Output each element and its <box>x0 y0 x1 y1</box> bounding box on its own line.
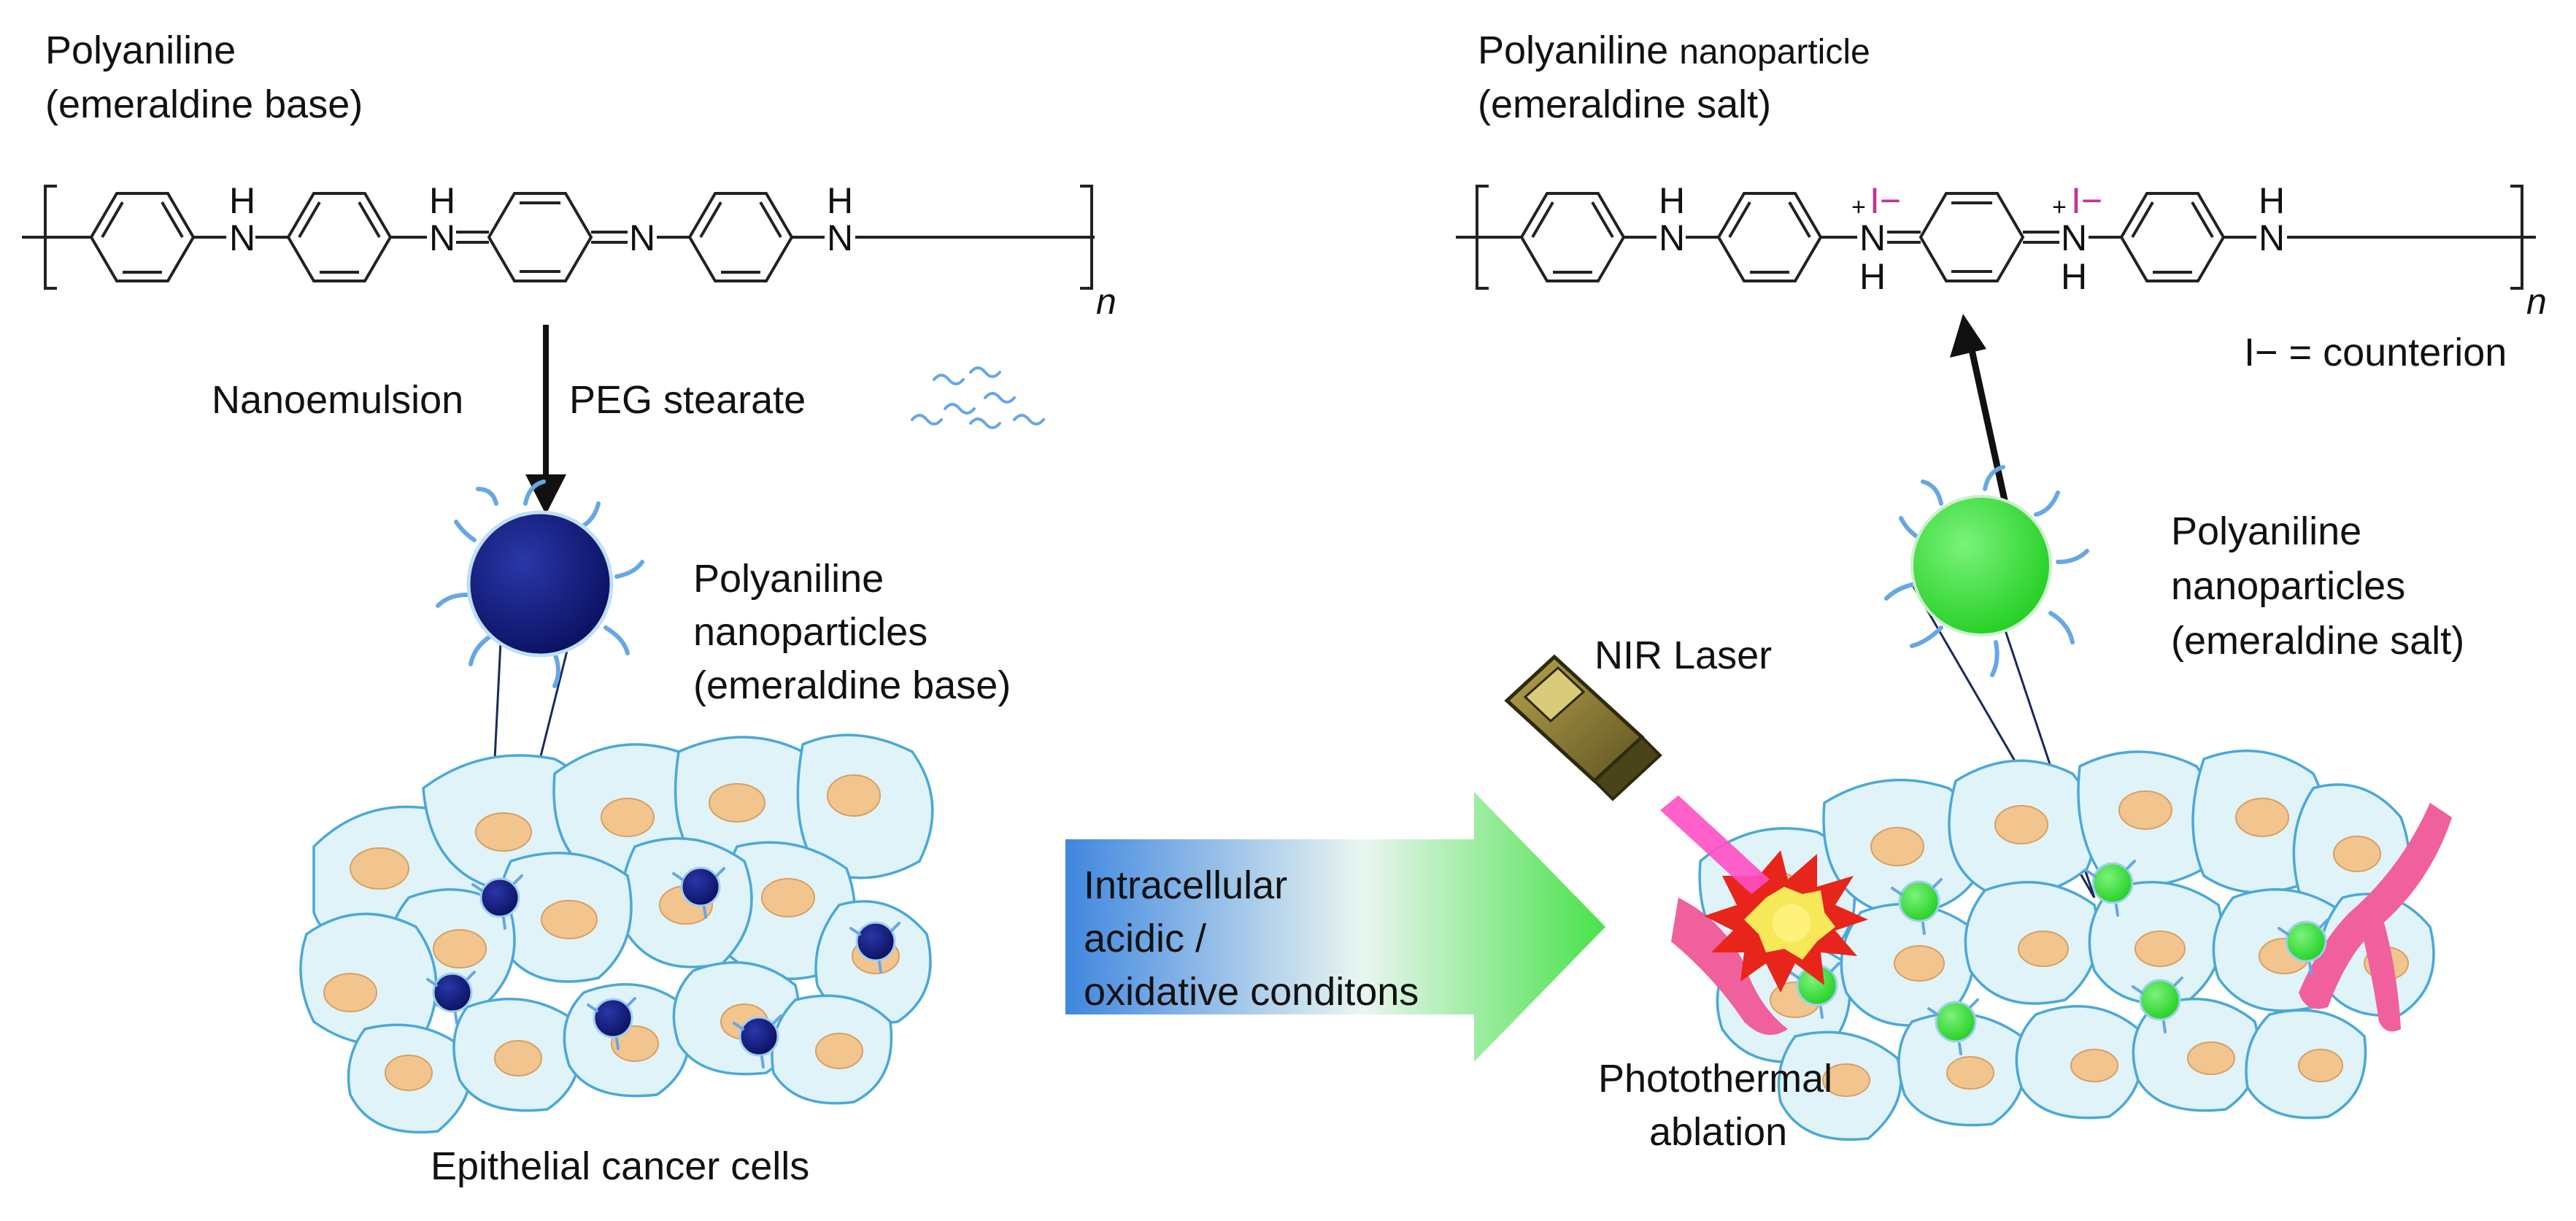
conditions-text-line2: acidic / <box>1084 917 1207 960</box>
peg-stearate-icon <box>911 366 1045 429</box>
imine-n: N <box>629 217 655 258</box>
iminium-h-1: H <box>1859 256 1886 297</box>
epithelial-cells-label: Epithelial cancer cells <box>431 1144 810 1188</box>
counterion-label: I− = counterion <box>2244 331 2507 374</box>
np-salt-label-line3: (emeraldine salt) <box>2171 619 2465 663</box>
pani-salt-title-line2: (emeraldine salt) <box>1478 82 1772 126</box>
treated-cell-cluster <box>1671 750 2452 1141</box>
pani-base-title-line2: (emeraldine base) <box>45 82 363 126</box>
amine-n-3: N <box>827 217 853 258</box>
plus-charge-2: + <box>2052 193 2067 221</box>
pani-salt-title-line1: Polyaniline nanoparticle <box>1478 26 1870 77</box>
repeat-n-label: n <box>1096 281 1117 322</box>
nanoparticle-emeraldine-base-zoom <box>436 479 644 877</box>
iminium-n-2: N <box>2061 217 2087 258</box>
down-arrow-head <box>525 474 566 515</box>
benzene-ring-1 <box>89 192 196 282</box>
iodide-counterion-1: I− <box>1870 180 1901 221</box>
amine-n-3: N <box>2259 217 2285 258</box>
polyaniline-emeraldine-base-structure: n N H N H N <box>22 180 1117 322</box>
iminium-n-1: N <box>1859 217 1886 258</box>
benzene-ring-4 <box>687 192 794 282</box>
pani-salt-title-word1: Polyaniline <box>1478 28 1669 72</box>
peg-stearate-label: PEG stearate <box>569 378 806 422</box>
amine-h-2: H <box>429 180 455 221</box>
photothermal-label-line2: ablation <box>1649 1110 1788 1154</box>
conditions-text-line3: oxidative conditons <box>1084 970 1419 1014</box>
amine-h-1: H <box>1659 180 1685 221</box>
repeat-n-label: n <box>2526 281 2547 322</box>
np-base-label-line1: Polyaniline <box>693 557 884 601</box>
up-arrow-head <box>1950 314 1986 358</box>
benzene-ring-1 <box>1519 192 1626 282</box>
blood-vessel-left <box>1671 898 1788 1035</box>
pani-salt-title-word2: nanoparticle <box>1679 33 1870 72</box>
amine-n-2: N <box>429 217 455 258</box>
benzene-ring-4 <box>2119 192 2226 282</box>
benzene-ring-2 <box>286 192 393 282</box>
up-arrow <box>1967 342 2009 504</box>
np-salt-label-line1: Polyaniline <box>2171 509 2362 553</box>
iodide-counterion-2: I− <box>2071 180 2102 221</box>
quinoid-ring <box>1918 192 2025 282</box>
nanoemulsion-label: Nanoemulsion <box>212 378 464 422</box>
benzene-ring-2 <box>1716 192 1823 282</box>
np-base-label-line2: nanoparticles <box>693 610 928 654</box>
nir-laser-label: NIR Laser <box>1594 633 1773 677</box>
conditions-text-line1: Intracellular <box>1084 863 1288 907</box>
np-base-sphere <box>466 510 614 658</box>
photothermal-label-line1: Photothermal <box>1598 1057 1833 1101</box>
amine-h-3: H <box>2259 180 2285 221</box>
amine-h-3: H <box>827 180 853 221</box>
amine-h-1: H <box>229 180 255 221</box>
np-salt-label-line2: nanoparticles <box>2171 564 2406 608</box>
plus-charge-1: + <box>1851 193 1866 221</box>
epithelial-cancer-cell-cluster <box>299 733 934 1134</box>
blood-vessel <box>2299 803 2452 1009</box>
amine-n-1: N <box>1659 217 1685 258</box>
nir-laser-icon <box>1504 654 1770 894</box>
intracellular-np-base <box>426 866 901 1068</box>
quinoid-ring <box>487 192 593 282</box>
np-base-label-line3: (emeraldine base) <box>693 663 1011 707</box>
amine-n-1: N <box>229 217 255 258</box>
pani-base-title-line1: Polyaniline <box>45 28 236 72</box>
polyaniline-emeraldine-salt-structure: n N H + I− N H + I− <box>1456 180 2547 322</box>
iminium-h-2: H <box>2061 256 2087 297</box>
conditions-arrow <box>1065 792 1605 1062</box>
np-salt-sphere <box>1910 495 2052 636</box>
